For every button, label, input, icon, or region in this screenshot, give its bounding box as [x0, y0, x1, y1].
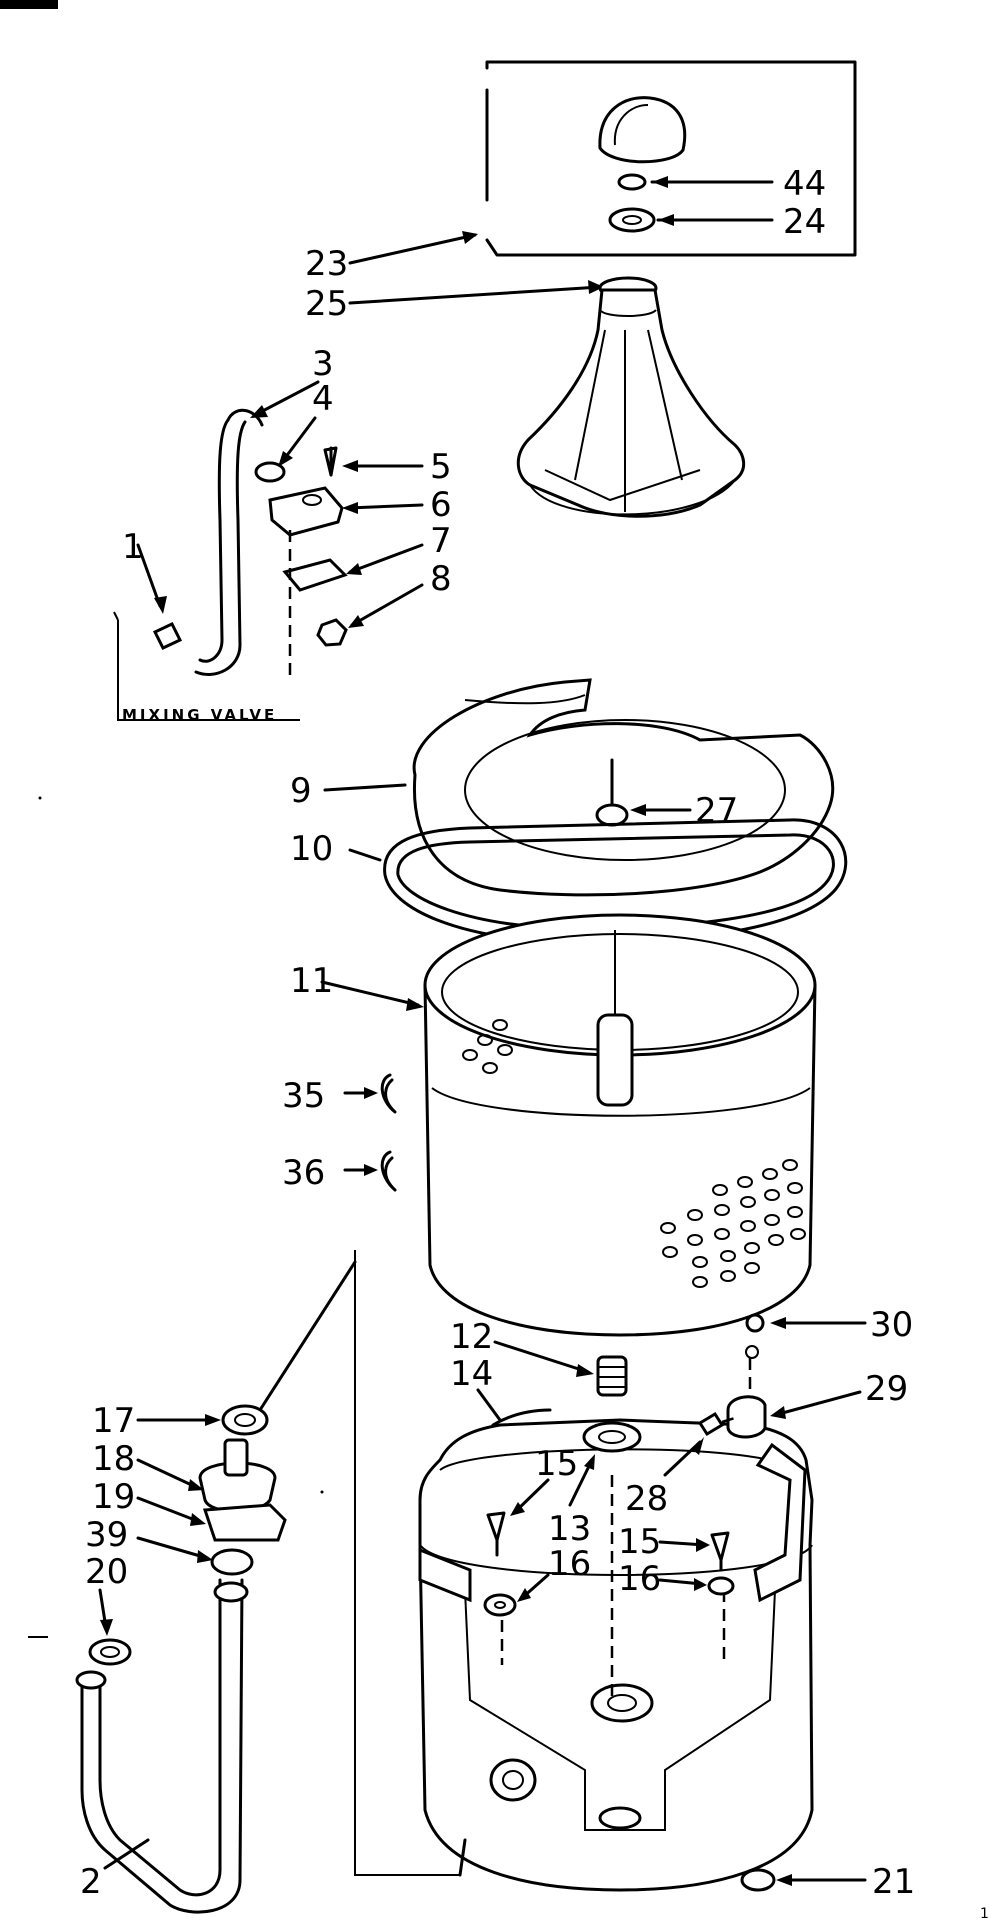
stray-dot	[38, 796, 42, 800]
label-18: 18	[92, 1439, 135, 1479]
label-5: 5	[430, 447, 452, 487]
label-29: 29	[865, 1369, 908, 1409]
label-19: 19	[92, 1477, 135, 1517]
wash-basket	[423, 913, 817, 1337]
label-8: 8	[430, 559, 452, 599]
agitator-cap-group: 44 24	[485, 60, 857, 257]
label-14: 14	[450, 1354, 493, 1394]
label-16b: 16	[618, 1559, 661, 1599]
plug-21	[740, 1868, 776, 1892]
label-20: 20	[85, 1552, 128, 1592]
seal-24	[608, 207, 656, 233]
label-15b: 15	[618, 1522, 661, 1562]
label-13: 13	[548, 1509, 591, 1549]
label-7: 7	[430, 521, 452, 561]
label-6: 6	[430, 485, 452, 525]
label-4: 4	[312, 379, 334, 419]
label-23: 23	[305, 244, 348, 284]
pump-hose-group	[75, 1250, 467, 1914]
page-mark: 1	[980, 1906, 989, 1920]
label-24: 24	[783, 202, 826, 242]
outer-tub	[418, 1418, 814, 1892]
seal-13	[582, 1421, 642, 1453]
label-9: 9	[290, 771, 312, 811]
label-21: 21	[872, 1862, 915, 1902]
clip-35	[343, 1073, 397, 1114]
tub-ring: 27	[412, 678, 835, 897]
label-3: 3	[312, 344, 334, 384]
corner-mark	[0, 0, 58, 9]
stray-dot-2	[320, 1490, 324, 1494]
label-25: 25	[305, 284, 348, 324]
label-44: 44	[783, 164, 826, 204]
label-12: 12	[450, 1317, 493, 1357]
label-28: 28	[625, 1479, 668, 1519]
valve-29	[726, 1395, 767, 1439]
label-17: 17	[92, 1401, 135, 1441]
label-11: 11	[290, 961, 333, 1001]
label-1: 1	[122, 527, 144, 567]
label-2: 2	[80, 1862, 102, 1902]
cap-30	[745, 1313, 765, 1333]
agitator-cap	[598, 96, 687, 164]
clip-36	[343, 1150, 397, 1192]
washer-44	[617, 173, 647, 191]
label-10: 10	[290, 829, 333, 869]
label-16a: 16	[548, 1544, 591, 1584]
connector-28	[697, 1411, 725, 1437]
label-35: 35	[282, 1076, 325, 1116]
mixing-valve-hose-group: 1 MIXING VALVE 3 4 5 6 7	[113, 344, 452, 724]
agitator	[516, 276, 746, 518]
label-27: 27	[695, 791, 738, 831]
tub-gasket	[383, 818, 848, 944]
spring-12	[596, 1355, 628, 1397]
label-39: 39	[85, 1515, 128, 1555]
label-30: 30	[870, 1305, 913, 1345]
mixing-valve-caption: MIXING VALVE	[122, 706, 277, 724]
label-36: 36	[282, 1153, 325, 1193]
nut-27	[595, 803, 629, 827]
label-15a: 15	[535, 1444, 578, 1484]
